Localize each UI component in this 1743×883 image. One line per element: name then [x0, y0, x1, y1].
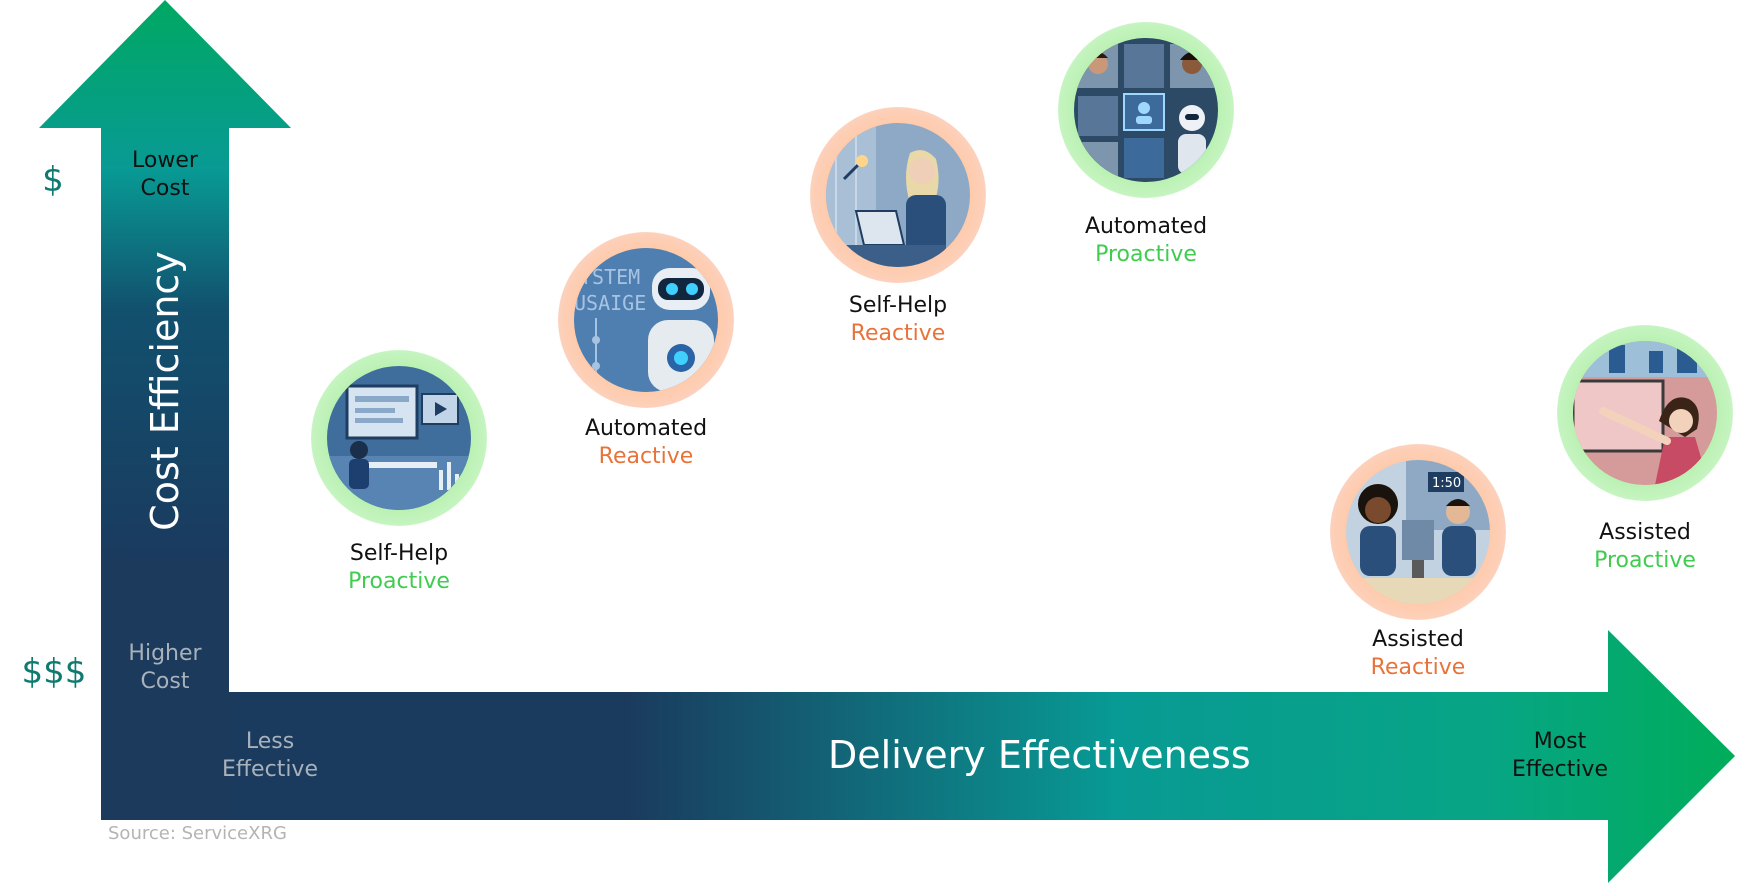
svg-text:1:50: 1:50 — [1432, 476, 1461, 491]
y-axis-title: Cost Efficiency — [143, 251, 187, 531]
call-center-agents-icon: 1:50 — [1346, 460, 1490, 604]
most-effective-label: Most Effective — [1500, 728, 1620, 783]
self-help-reactive-image — [810, 107, 986, 283]
x-axis-arrow — [101, 630, 1735, 883]
self-help-proactive-label: Self-Help Proactive — [289, 540, 509, 596]
robot-system-usage-icon: YSTEM USAIGE — [574, 248, 718, 392]
higher-cost-label: Higher Cost — [115, 640, 215, 695]
self-help-reactive-type: Self-Help — [848, 293, 948, 318]
woman-presenting-icon — [1573, 341, 1717, 485]
most-effective-line2: Effective — [1512, 756, 1608, 782]
svg-text:USAIGE: USAIGE — [574, 291, 646, 315]
automated-proactive-mode: Proactive — [1095, 242, 1197, 267]
higher-cost-line2: Cost — [140, 668, 190, 694]
svg-text:YSTEM: YSTEM — [580, 265, 640, 289]
self-help-dashboard-icon — [327, 366, 471, 510]
less-effective-line1: Less — [245, 729, 295, 754]
most-effective-line1: Most — [1533, 729, 1587, 754]
assisted-proactive-type: Assisted — [1599, 520, 1691, 545]
low-cost-dollar: $ — [42, 160, 64, 200]
robot-and-people-screens-icon — [1074, 38, 1218, 182]
x-axis-title: Delivery Effectiveness — [828, 733, 1251, 777]
automated-reactive-label: Automated Reactive — [536, 415, 756, 471]
high-cost-dollar: $$$ — [21, 652, 87, 692]
automated-proactive-label: Automated Proactive — [1036, 213, 1256, 269]
self-help-proactive-image — [311, 350, 487, 526]
assisted-reactive-image: 1:50 — [1330, 444, 1506, 620]
assisted-reactive-type: Assisted — [1372, 627, 1464, 652]
self-help-reactive-label: Self-Help Reactive — [788, 292, 1008, 348]
less-effective-label: Less Effective — [210, 728, 330, 783]
automated-reactive-type: Automated — [584, 416, 708, 441]
higher-cost-line1: Higher — [128, 641, 202, 666]
automated-reactive-image: YSTEM USAIGE — [558, 232, 734, 408]
less-effective-line2: Effective — [222, 756, 318, 782]
source-note: Source: ServiceXRG — [108, 823, 287, 844]
self-help-reactive-mode: Reactive — [850, 321, 946, 346]
self-help-proactive-mode: Proactive — [348, 569, 450, 594]
assisted-reactive-mode: Reactive — [1370, 655, 1466, 680]
automated-reactive-mode: Reactive — [598, 444, 694, 469]
lower-cost-label: Lower Cost — [115, 147, 215, 202]
automated-proactive-image — [1058, 22, 1234, 198]
lower-cost-line1: Lower — [132, 148, 198, 173]
woman-at-laptop-icon — [826, 123, 970, 267]
assisted-reactive-label: Assisted Reactive — [1308, 626, 1528, 682]
assisted-proactive-image — [1557, 325, 1733, 501]
lower-cost-line2: Cost — [140, 175, 190, 201]
automated-proactive-type: Automated — [1084, 214, 1208, 239]
self-help-proactive-type: Self-Help — [349, 541, 449, 566]
y-axis-arrow — [39, 0, 291, 565]
assisted-proactive-label: Assisted Proactive — [1535, 519, 1743, 575]
assisted-proactive-mode: Proactive — [1594, 548, 1696, 573]
